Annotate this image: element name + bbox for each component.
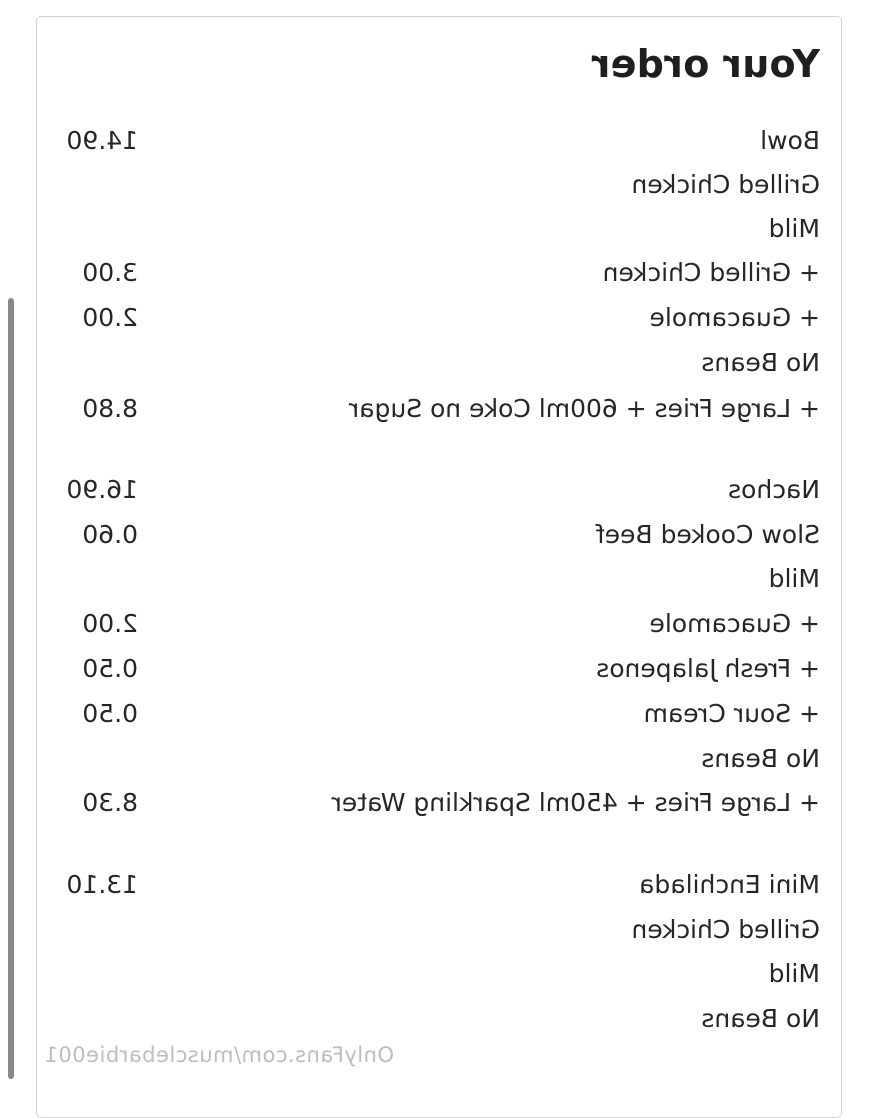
item-price: 2.00 [82, 609, 138, 638]
order-row: No Beans [0, 997, 876, 1041]
order-row: No Beans [0, 341, 876, 385]
order-row: + Grilled Chicken 3.00 [0, 251, 876, 295]
item-label: Nachos [728, 475, 820, 504]
item-price: 0.50 [82, 654, 138, 683]
order-row: Mild [0, 952, 876, 996]
order-row: + Fresh Jalapenos 0.50 [0, 647, 876, 691]
item-price: 3.00 [82, 258, 138, 287]
order-row: Mild [0, 557, 876, 601]
order-row: Grilled Chicken [0, 163, 876, 207]
item-price: 2.00 [82, 303, 138, 332]
item-price: 0.50 [82, 699, 138, 728]
order-row: + Guacamole 2.00 [0, 296, 876, 340]
order-row: Nachos 16.90 [0, 468, 876, 512]
order-row: + Guacamole 2.00 [0, 602, 876, 646]
item-label: Slow Cooked Beef [595, 520, 820, 549]
order-row: Bowl 14.90 [0, 119, 876, 163]
item-label: + Large Fries + 450ml Sparkling Water [331, 788, 820, 817]
item-label: + Guacamole [649, 609, 820, 638]
item-label: Mild [768, 564, 820, 593]
order-row: + Large Fries + 450ml Sparkling Water 8.… [0, 781, 876, 825]
order-row: No Beans [0, 737, 876, 781]
order-row: Grilled Chicken [0, 908, 876, 952]
item-label: Mini Enchilada [639, 870, 820, 899]
item-label: No Beans [701, 348, 820, 377]
order-row: + Large Fries + 600ml Coke no Sugar 8.80 [0, 387, 876, 431]
item-label: Grilled Chicken [631, 915, 821, 944]
item-label: No Beans [701, 744, 820, 773]
item-label: Mild [768, 959, 820, 988]
item-label: + Large Fries + 600ml Coke no Sugar [348, 394, 820, 423]
order-row: Mild [0, 207, 876, 251]
item-label: Grilled Chicken [631, 170, 821, 199]
mirrored-view: Your order Bowl 14.90 Grilled Chicken Mi… [0, 16, 876, 1118]
order-row: Mini Enchilada 13.10 [0, 863, 876, 907]
item-price: 8.80 [82, 394, 138, 423]
item-label: + Grilled Chicken [602, 258, 820, 287]
item-price: 8.30 [82, 788, 138, 817]
item-label: + Sour Cream [643, 699, 820, 728]
order-row: Slow Cooked Beef 0.60 [0, 513, 876, 557]
watermark: OnlyFans.com/musclebarbie001 [44, 1043, 394, 1067]
order-items: Bowl 14.90 Grilled Chicken Mild + Grille… [0, 119, 876, 1041]
item-price: 16.90 [66, 475, 138, 504]
item-label: No Beans [701, 1004, 820, 1033]
item-label: Bowl [760, 126, 820, 155]
order-row: + Sour Cream 0.50 [0, 692, 876, 736]
item-label: + Fresh Jalapenos [596, 654, 820, 683]
item-label: + Guacamole [649, 303, 820, 332]
item-label: Mild [768, 214, 820, 243]
item-price: 0.60 [82, 520, 138, 549]
item-price: 13.10 [66, 870, 138, 899]
item-price: 14.90 [66, 126, 138, 155]
